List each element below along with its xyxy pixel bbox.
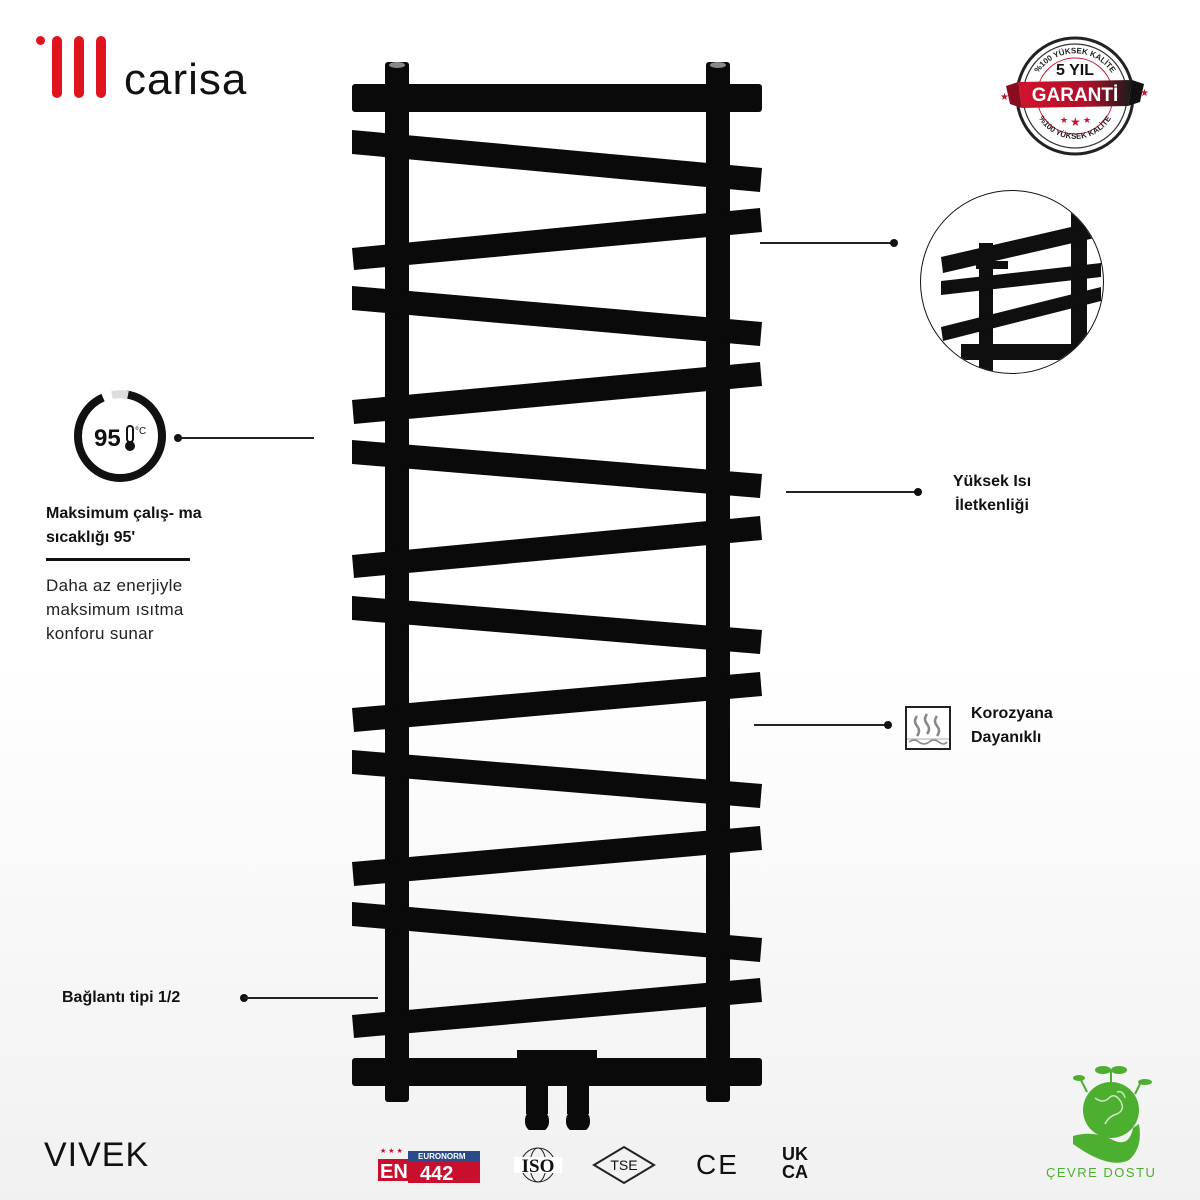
corrosion-resistance-icon [905, 706, 951, 750]
corrosion-label: Korozyana Dayanıklı [971, 702, 1053, 750]
tse-logo: TSE [592, 1145, 656, 1185]
svg-text:95: 95 [94, 425, 121, 452]
svg-text:TSE: TSE [610, 1157, 637, 1173]
heat-conductivity-line2: İletkenliği [955, 497, 1029, 514]
leader-dot [884, 721, 892, 729]
ukca-line2: CA [782, 1162, 808, 1182]
leader-line [754, 724, 888, 726]
max-temperature-title: Maksimum çalış- ma sıcaklığı 95' [46, 505, 202, 546]
logo-bar [96, 36, 106, 98]
eco-friendly-globe-hand-icon [1055, 1058, 1165, 1168]
warranty-badge: %100 YÜKSEK KALİTE %100 YÜKSEK KALİTE 5 … [1000, 28, 1150, 163]
model-name: VIVEK [44, 1136, 150, 1174]
corrosion-line1: Korozyana [971, 705, 1053, 722]
leader-line [786, 491, 918, 493]
svg-text:EN: EN [380, 1161, 408, 1183]
detail-zoom-circle [920, 190, 1104, 374]
temperature-95c-icon: 95 °C [72, 388, 168, 484]
warranty-ribbon-text: GARANTİ [1032, 85, 1119, 106]
svg-text:ISO: ISO [522, 1156, 555, 1177]
svg-text:★: ★ [1070, 115, 1081, 129]
svg-text:★: ★ [1140, 88, 1149, 99]
eco-friendly-label: ÇEVRE DOSTU [1046, 1165, 1157, 1180]
leader-line [760, 242, 894, 244]
brand-name: carisa [124, 55, 248, 104]
leader-line [178, 437, 314, 439]
towel-radiator-product [340, 50, 780, 1132]
logo-bar [52, 36, 62, 98]
warranty-years: 5 YIL [1056, 62, 1094, 79]
brand-logo: carisa [36, 36, 276, 106]
corrosion-line2: Dayanıklı [971, 729, 1042, 746]
svg-text:★: ★ [1060, 115, 1068, 125]
connection-type-label: Bağlantı tipi 1/2 [62, 989, 181, 1006]
svg-text:★: ★ [1083, 115, 1091, 125]
ukca-mark: UK CA [782, 1145, 826, 1185]
svg-text:°C: °C [135, 426, 146, 437]
svg-text:EURONORM: EURONORM [418, 1152, 466, 1161]
leader-line [244, 997, 378, 999]
heat-conductivity-label: Yüksek Isı İletkenliği [942, 470, 1042, 518]
iso-logo: ISO [512, 1145, 564, 1185]
svg-text:442: 442 [420, 1163, 453, 1185]
svg-text:★ ★ ★: ★ ★ ★ [380, 1147, 403, 1155]
max-temperature-description: Daha az enerjiyle maksimum ısıtma konfor… [46, 576, 184, 643]
leader-dot [890, 239, 898, 247]
heat-conductivity-line1: Yüksek Isı [952, 473, 1032, 490]
logo-dot [36, 36, 45, 45]
en442-euronorm-logo: ★ ★ ★ EN EURONORM 442 [378, 1145, 480, 1185]
divider [46, 558, 190, 561]
leader-dot [914, 488, 922, 496]
logo-bar [74, 36, 84, 98]
svg-text:★: ★ [1000, 92, 1009, 103]
ukca-line1: UK [782, 1144, 808, 1164]
ce-mark: CE [696, 1149, 739, 1180]
